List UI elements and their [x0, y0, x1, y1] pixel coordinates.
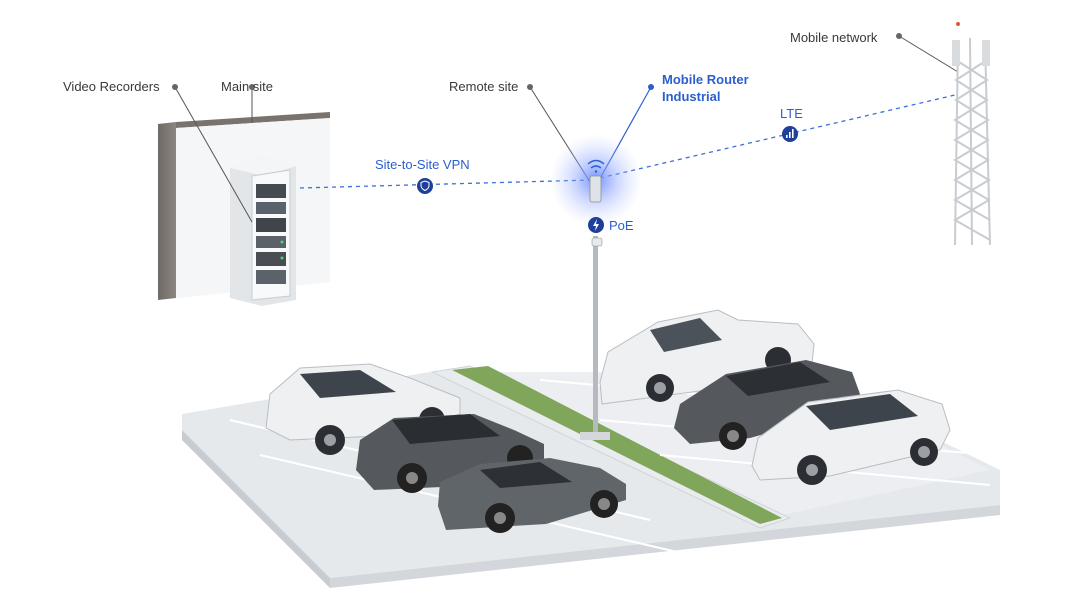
vpn-label: Site-to-Site VPN	[375, 157, 470, 172]
lightning-icon	[588, 217, 604, 233]
signal-bars-icon	[782, 126, 798, 142]
lte-label: LTE	[780, 106, 803, 121]
cell-tower	[952, 22, 991, 246]
sports-car	[438, 458, 626, 533]
remote-site-label: Remote site	[449, 79, 519, 94]
vpn-link	[299, 179, 593, 189]
mobile-router-label: Mobile Router Industrial	[662, 71, 749, 105]
wifi-icon	[587, 159, 605, 173]
shield-icon	[417, 178, 433, 194]
mobile-router-label-line1: Mobile Router	[662, 72, 749, 87]
video-recorder-rack	[230, 156, 296, 306]
mobile-router-label-line2: Industrial	[662, 89, 721, 104]
security-camera	[591, 237, 603, 247]
grass-median	[452, 366, 782, 524]
mobile-network-label: Mobile network	[790, 30, 878, 45]
poe-label: PoE	[609, 218, 634, 233]
video-recorders-label: Video Recorders	[63, 79, 160, 94]
mobile-router	[589, 175, 602, 203]
remote-site-pole	[550, 134, 642, 440]
lte-link	[599, 94, 956, 179]
main-site-label: Main site	[221, 79, 274, 94]
white-suv-right	[751, 389, 951, 485]
